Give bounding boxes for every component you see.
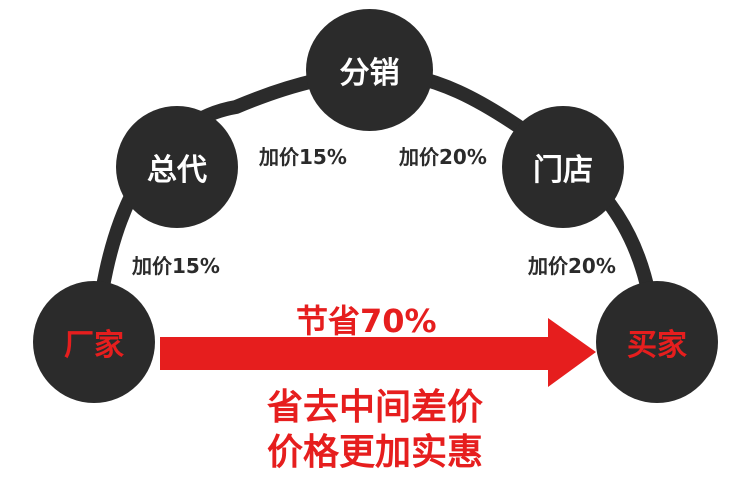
buyer-label: 买家 [627, 328, 687, 363]
markup-store-to-buyer: 加价20% [528, 254, 616, 278]
savings-label: 节省70% [296, 302, 437, 340]
buyer-node: 买家 [596, 281, 718, 403]
factory-label: 厂家 [64, 328, 124, 363]
store-node: 门店 [502, 106, 624, 228]
distributor-label: 分销 [339, 56, 400, 91]
general-agent-node: 总代 [116, 106, 238, 228]
factory-node: 厂家 [33, 281, 155, 403]
slogan-line-2: 价格更加实惠 [266, 432, 483, 473]
markup-distributor-to-store: 加价20% [399, 145, 487, 169]
store-label: 门店 [533, 153, 593, 188]
markup-factory-to-agent: 加价15% [132, 254, 220, 278]
distributor-node: 分销 [306, 9, 433, 131]
markup-agent-to-distributor: 加价15% [259, 145, 347, 169]
slogan-line-1: 省去中间差价 [266, 387, 483, 428]
general-agent-label: 总代 [147, 153, 207, 188]
direct-arrow [160, 318, 596, 387]
